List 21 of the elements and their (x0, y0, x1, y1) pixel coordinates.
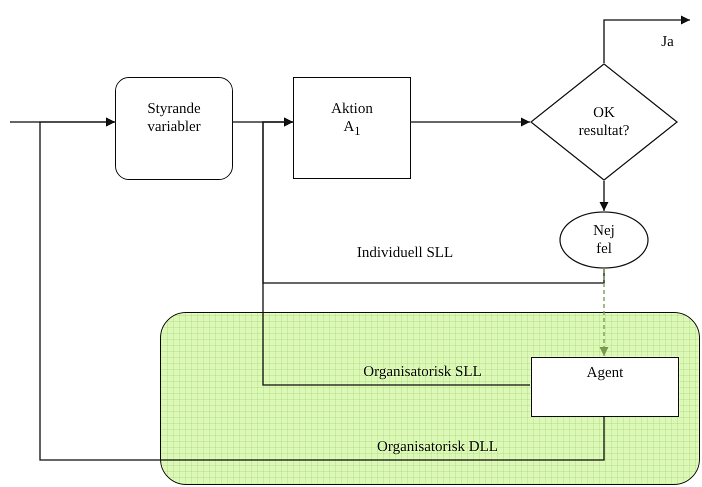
node-label: Nej fel (592, 222, 616, 258)
arrow (600, 181, 608, 211)
node-label: Styrande variabler (146, 100, 202, 136)
process-box (293, 77, 411, 179)
arrow (603, 16, 690, 63)
edge-label: Individuell SLL (356, 244, 454, 262)
arrow (39, 118, 605, 461)
decision-diamond (530, 63, 678, 181)
edge-label: Organisatorisk SLL (362, 363, 483, 381)
edge-label: Organisatorisk DLL (376, 438, 499, 456)
arrow (600, 269, 608, 356)
arrow (411, 118, 530, 126)
node-label: Aktion A$_{1}$ (330, 100, 374, 140)
process-box (531, 357, 679, 417)
arrow (262, 118, 530, 386)
group-panel (160, 312, 700, 485)
ellipse-node (559, 211, 649, 269)
process-box (115, 77, 233, 180)
edge-label: Ja (660, 33, 675, 51)
node-label: Agent (586, 364, 624, 382)
node-label: OK resultat? (578, 104, 630, 140)
